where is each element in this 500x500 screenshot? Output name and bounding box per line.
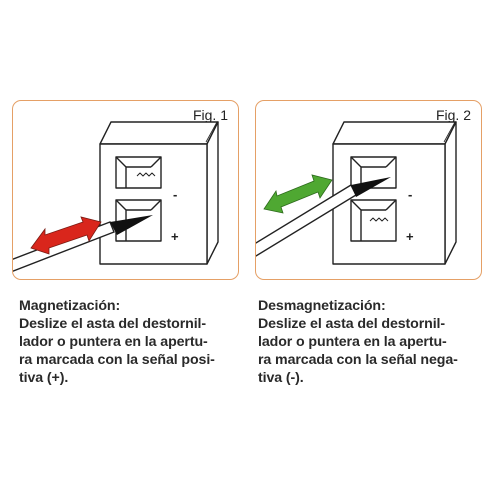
- figure-label: Fig. 1: [192, 107, 228, 123]
- caption-line: ra marcada con la señal posi-: [19, 352, 215, 368]
- magnetization-caption: Magnetización: Deslize el asta del desto…: [19, 297, 251, 387]
- upper-opening: [115, 156, 162, 189]
- caption-line: lador o puntera en la apertu-: [19, 334, 208, 350]
- caption-line: ra marcada con la señal nega-: [258, 352, 458, 368]
- caption-line: tiva (-).: [258, 370, 304, 386]
- double-arrow-red: [30, 216, 102, 255]
- demagnetization-caption: Desmagnetización: Deslize el asta del de…: [258, 297, 490, 387]
- screwdriver: [256, 177, 391, 257]
- figure-label: Fig. 2: [435, 107, 471, 123]
- figure-2-panel: Fig. 2 - +: [255, 100, 482, 280]
- caption-line: lador o puntera en la apertu-: [258, 334, 447, 350]
- lower-opening: [350, 199, 397, 242]
- caption-title: Magnetización:: [19, 298, 121, 314]
- figure-1-panel: Fig. 1 - +: [12, 100, 239, 280]
- caption-line: Deslize el asta del destornil-: [19, 316, 207, 332]
- minus-sign: -: [408, 187, 412, 202]
- double-arrow-green: [263, 174, 333, 214]
- caption-line: tiva (+).: [19, 370, 69, 386]
- minus-sign: -: [173, 187, 177, 202]
- magnetizer-diagram: - +: [13, 121, 219, 272]
- caption-line: Deslize el asta del destornil-: [258, 316, 446, 332]
- magnetizer-block: [99, 121, 219, 265]
- demagnetizer-diagram: - +: [256, 121, 457, 265]
- caption-title: Desmagnetización:: [258, 298, 386, 314]
- upper-opening: [350, 156, 397, 189]
- plus-sign: +: [406, 229, 414, 244]
- plus-sign: +: [171, 229, 179, 244]
